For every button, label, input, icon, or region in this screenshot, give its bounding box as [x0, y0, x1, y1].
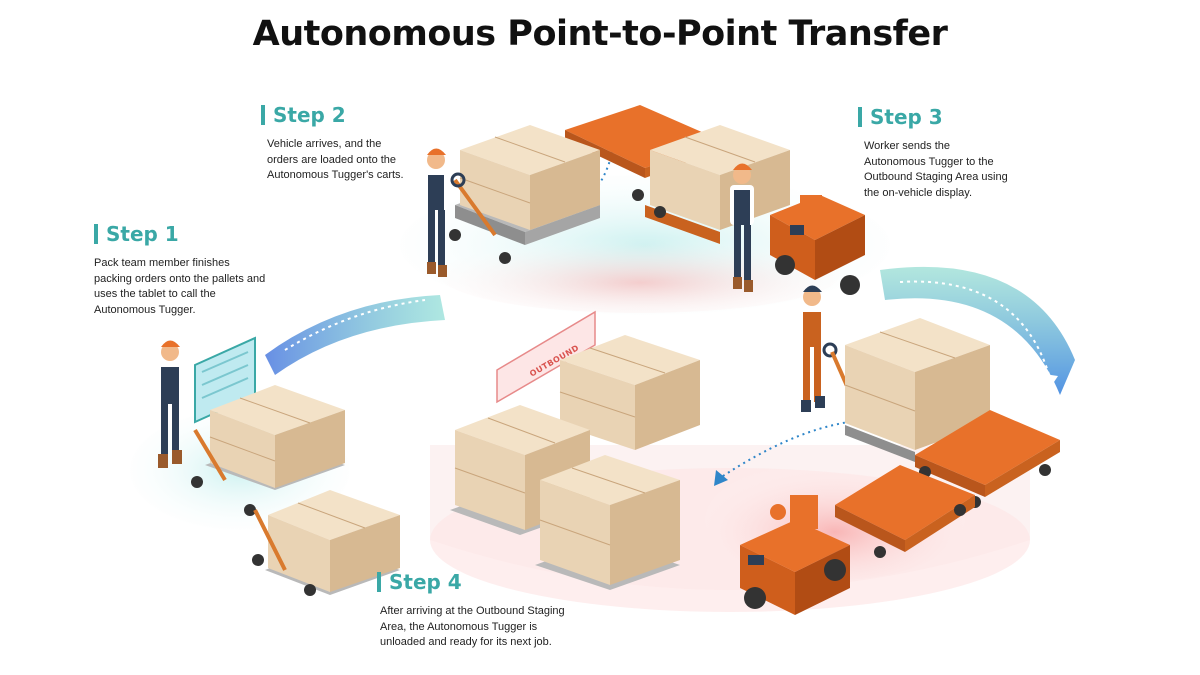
- worker-step1: [157, 340, 183, 468]
- step-4-title: Step 4: [389, 570, 462, 594]
- cart-step4-front: [835, 465, 975, 558]
- step-3-accent-bar: [858, 107, 862, 127]
- worker-step2-right: [730, 163, 754, 292]
- worker-step2-left: [424, 148, 511, 277]
- step-2-description: Vehicle arrives, and the orders are load…: [267, 138, 404, 181]
- step-4-description: After arriving at the Outbound Staging A…: [380, 605, 565, 648]
- step-1-title: Step 1: [106, 222, 179, 246]
- step-1-description: Pack team member finishes packing orders…: [94, 257, 266, 316]
- step-4: Step 4 After arriving at the Outbound St…: [377, 570, 617, 651]
- tugger-step2: [654, 195, 865, 295]
- dotted-path-step4: [719, 418, 956, 479]
- step-2-title: Step 2: [273, 103, 346, 127]
- step-3: Step 3 Worker sends the Autonomous Tugge…: [858, 105, 1038, 201]
- page-title: Autonomous Point-to-Point Transfer: [252, 14, 948, 54]
- step-1-accent-bar: [94, 224, 98, 244]
- flow-arrow-step1-to-step2: [265, 295, 445, 375]
- pallet-boxes-step1-top: [191, 385, 345, 516]
- box-stack-front: [535, 455, 680, 590]
- step-2: Step 2 Vehicle arrives, and the orders a…: [261, 103, 441, 184]
- step-4-accent-bar: [377, 572, 381, 592]
- flow-arrow-step3-to-step4: [880, 266, 1075, 395]
- step-2-accent-bar: [261, 105, 265, 125]
- cart-step4-rear: [915, 410, 1060, 508]
- step-1: Step 1 Pack team member finishes packing…: [94, 222, 294, 318]
- step-3-description: Worker sends the Autonomous Tugger to th…: [864, 140, 1008, 199]
- tugger-step4: [740, 495, 850, 615]
- pallet-boxes-step1-bottom: [252, 490, 400, 596]
- step-3-title: Step 3: [870, 105, 943, 129]
- worker-step3: [799, 285, 864, 421]
